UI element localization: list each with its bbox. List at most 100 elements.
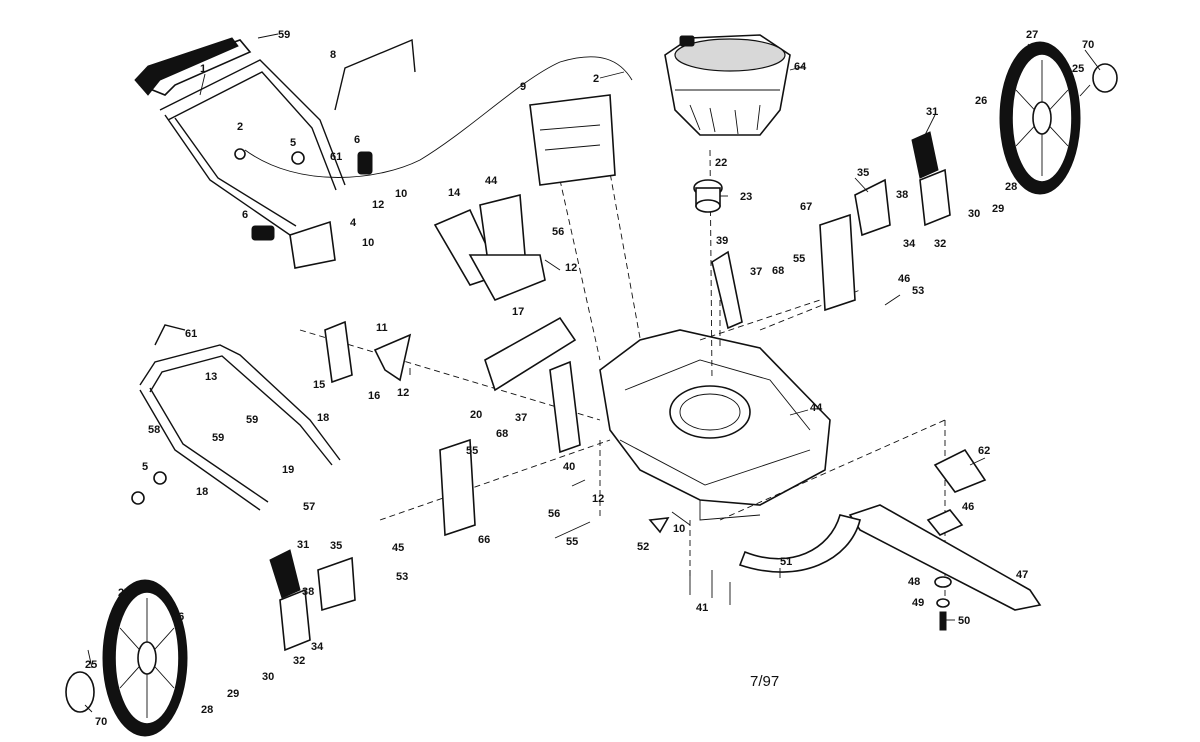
side-shield — [289, 220, 336, 269]
callout-26a: 26 — [975, 95, 987, 107]
callout-58: 58 — [148, 424, 160, 436]
callout-34b: 34 — [311, 641, 324, 653]
front-wheel — [102, 579, 188, 737]
hubcap-front — [65, 671, 95, 713]
callout-11: 11 — [376, 322, 388, 334]
callout-70b: 70 — [95, 716, 107, 728]
callout-6a: 6 — [354, 134, 360, 146]
callout-5a: 5 — [290, 137, 296, 149]
callout-6b: 6 — [242, 209, 248, 221]
callout-20: 20 — [470, 409, 482, 421]
callout-27b: 27 — [118, 587, 130, 599]
assembly-lines — [299, 144, 946, 610]
callout-27a: 27 — [1026, 29, 1038, 41]
rear-baffle — [529, 94, 616, 186]
callout-51: 51 — [780, 556, 792, 568]
front-axle-bracket — [439, 438, 476, 537]
hubcap-rear — [1092, 63, 1118, 93]
wheel-cover-front — [317, 556, 356, 612]
callout-28a: 28 — [1005, 181, 1017, 193]
handle-bail-61 — [154, 324, 186, 346]
blade-bolt — [939, 611, 947, 631]
callout-26b: 26 — [172, 611, 184, 623]
blade-washer-49 — [936, 598, 950, 608]
callout-30b: 30 — [262, 671, 274, 683]
height-adjuster-40 — [549, 360, 581, 454]
callout-25b: 25 — [85, 659, 97, 671]
callout-38a: 38 — [896, 189, 908, 201]
cable-clip — [291, 151, 305, 165]
height-lever-left — [373, 333, 412, 382]
height-adjuster-39 — [711, 250, 743, 330]
chute-plate — [479, 193, 526, 263]
callout-49: 49 — [912, 597, 924, 609]
control-bail — [334, 38, 416, 111]
callout-12a: 12 — [372, 199, 384, 211]
callout-68a: 68 — [772, 265, 784, 277]
callout-12b: 12 — [565, 262, 577, 274]
callout-56a: 56 — [552, 226, 564, 238]
callout-17: 17 — [512, 306, 524, 318]
blade — [848, 504, 1042, 611]
callout-57: 57 — [303, 501, 315, 513]
callout-31a: 31 — [926, 106, 938, 118]
callout-14: 14 — [448, 187, 461, 199]
callout-34a: 34 — [903, 238, 916, 250]
callout-1: 1 — [200, 63, 206, 75]
callout-70a: 70 — [1082, 39, 1094, 51]
callout-46b: 46 — [962, 501, 974, 513]
callout-23: 23 — [740, 191, 752, 203]
callout-66: 66 — [478, 534, 490, 546]
callout-10b: 10 — [362, 237, 374, 249]
callout-labels: 59 1 8 2 5 6 6 4 9 2 64 10 12 10 14 44 5… — [85, 29, 1094, 728]
callout-2a: 2 — [237, 121, 243, 133]
callout-31b: 31 — [297, 539, 309, 551]
callout-leaders — [84, 33, 1101, 713]
engine — [664, 34, 791, 136]
callout-9: 9 — [520, 81, 526, 93]
callout-67: 67 — [800, 201, 812, 213]
callout-13: 13 — [205, 371, 217, 383]
callout-55b: 55 — [466, 445, 478, 457]
callout-2b: 2 — [593, 73, 599, 85]
callout-35a: 35 — [857, 167, 869, 179]
callout-37a: 37 — [750, 266, 762, 278]
height-lever-front — [269, 549, 301, 599]
callout-38b: 38 — [302, 586, 314, 598]
callout-10a: 10 — [395, 188, 407, 200]
callout-62: 62 — [978, 445, 990, 457]
callout-44a: 44 — [485, 175, 498, 187]
handle-knob-lower — [251, 225, 275, 241]
cable-clip-2 — [234, 148, 246, 160]
callout-16: 16 — [368, 390, 380, 402]
date-code: 7/97 — [750, 673, 779, 690]
wheel-cover-rear — [854, 178, 891, 237]
callout-53b: 53 — [396, 571, 408, 583]
callout-18a: 18 — [317, 412, 329, 424]
callout-15: 15 — [313, 379, 325, 391]
lever-bracket-front — [279, 588, 311, 652]
callout-52: 52 — [637, 541, 649, 553]
deck-bolts-41 — [689, 570, 731, 605]
callout-41: 41 — [696, 602, 708, 614]
callout-50: 50 — [958, 615, 970, 627]
callout-46a: 46 — [898, 273, 910, 285]
callout-55a: 55 — [793, 253, 805, 265]
callout-32b: 32 — [293, 655, 305, 667]
cable-clip-lower — [153, 471, 167, 485]
callout-61a: 61 — [185, 328, 197, 340]
deck-clip-52 — [648, 517, 670, 534]
callout-32a: 32 — [934, 238, 946, 250]
mower-deck — [599, 329, 831, 521]
lever-bracket-rear — [919, 168, 951, 227]
callout-8: 8 — [330, 49, 336, 61]
front-baffle — [484, 316, 577, 392]
height-lever-rear — [911, 131, 939, 179]
handle-knob-upper — [357, 151, 373, 175]
blade-adapter-62 — [933, 448, 987, 493]
callout-10c: 10 — [673, 523, 685, 535]
upper-handle — [134, 37, 346, 236]
callout-61b: 61 — [330, 151, 342, 163]
callout-29b: 29 — [227, 688, 239, 700]
